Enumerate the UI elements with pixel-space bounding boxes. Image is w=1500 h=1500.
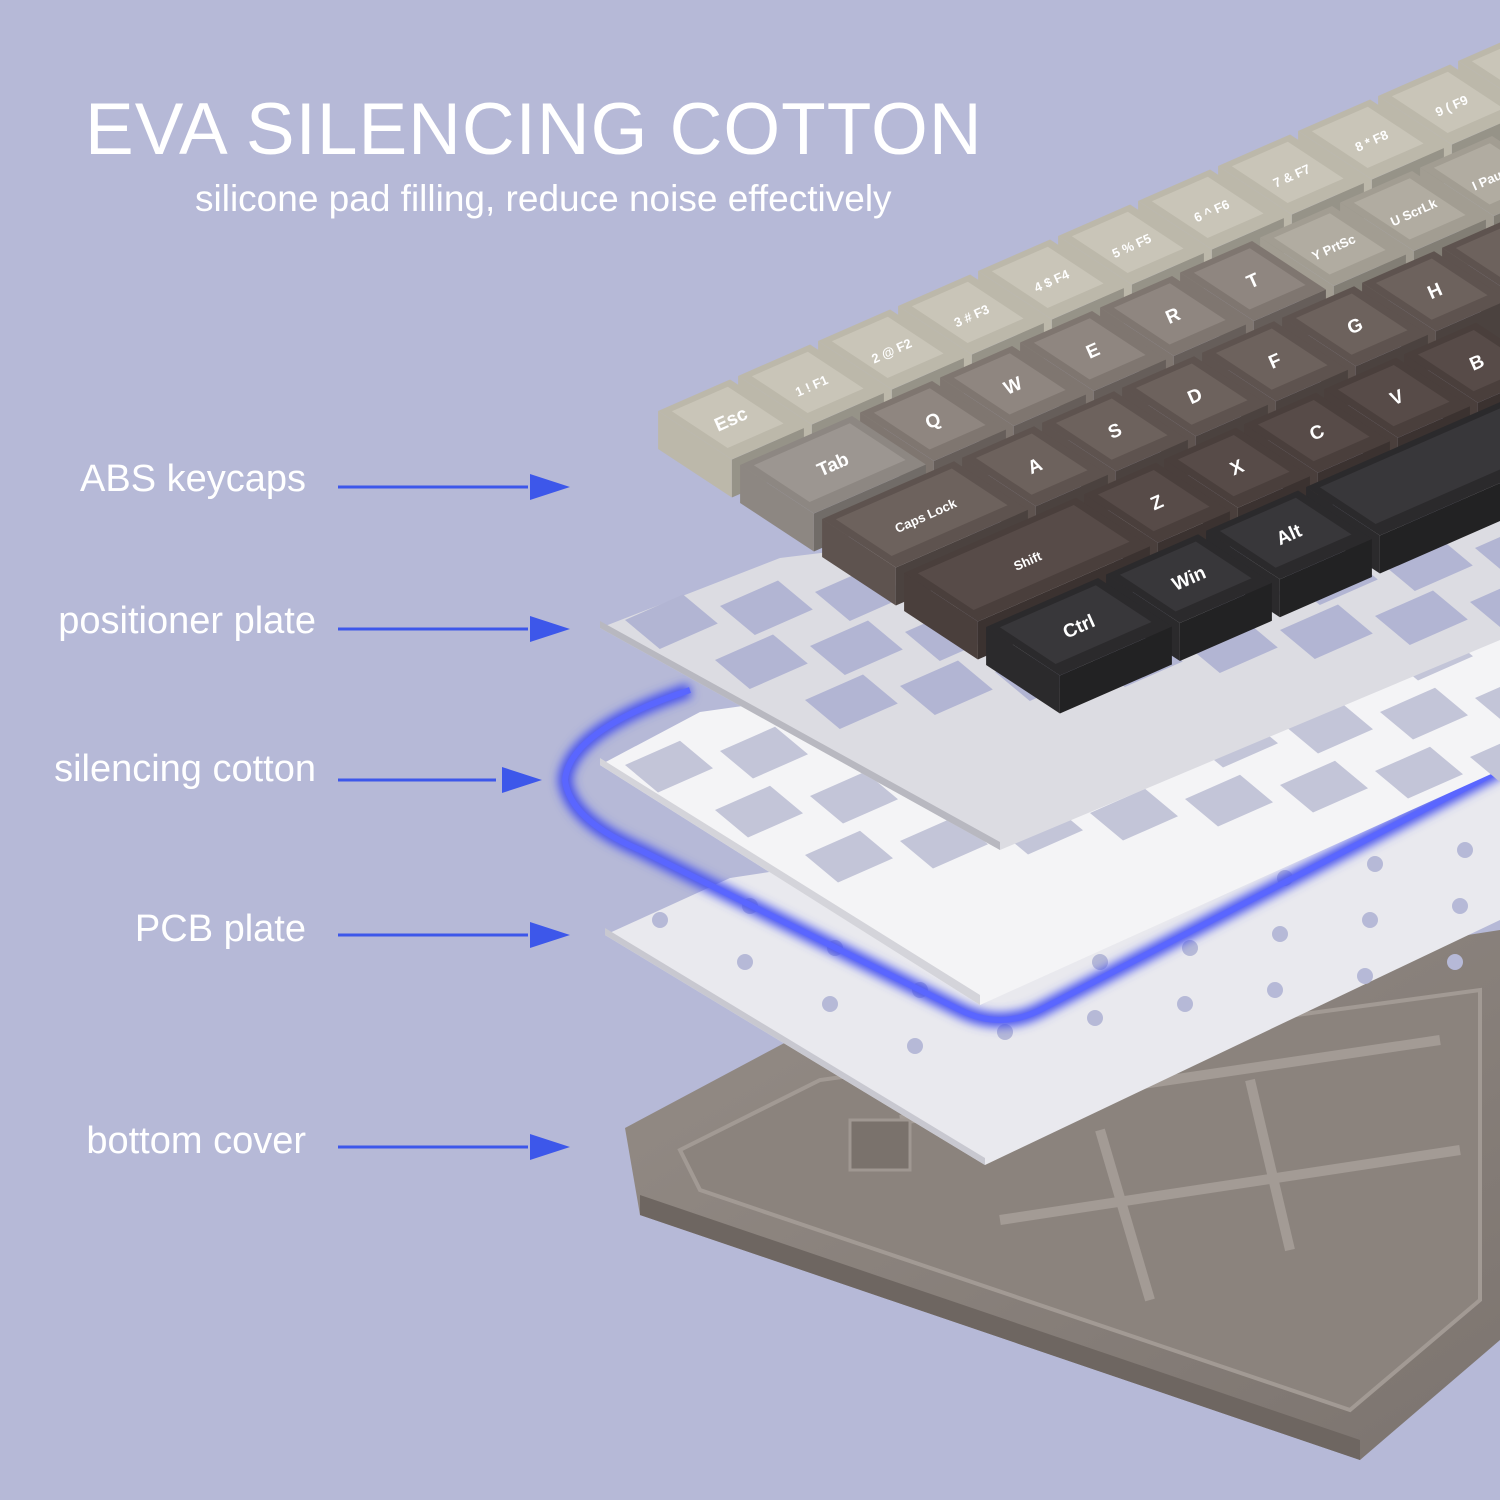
arrow-silencing-cotton-icon bbox=[338, 767, 542, 793]
page-subtitle: silicone pad filling, reduce noise effec… bbox=[195, 178, 892, 219]
plate-hole bbox=[1087, 1010, 1103, 1026]
label-abs-keycaps: ABS keycaps bbox=[80, 458, 306, 500]
plate-hole bbox=[625, 594, 718, 649]
keycap: Alt bbox=[1206, 490, 1372, 618]
plate-hole bbox=[1185, 774, 1273, 827]
label-bottom-cover: bottom cover bbox=[86, 1120, 306, 1162]
plate-hole bbox=[997, 1024, 1013, 1040]
page-title: EVA SILENCING COTTON bbox=[85, 89, 983, 170]
plate-hole bbox=[1475, 686, 1500, 719]
plate-hole bbox=[805, 830, 893, 883]
plate-hole bbox=[1375, 746, 1463, 799]
plate-hole bbox=[1090, 788, 1178, 841]
arrow-pcb-plate-icon bbox=[338, 922, 570, 948]
plate-hole bbox=[907, 1038, 923, 1054]
plate-hole bbox=[1285, 701, 1373, 754]
plate-hole bbox=[1280, 760, 1368, 813]
plate-hole bbox=[1380, 536, 1473, 591]
plate-hole bbox=[1362, 912, 1378, 928]
plate-hole bbox=[652, 912, 668, 928]
plate-hole bbox=[720, 726, 808, 779]
plate-hole bbox=[1452, 898, 1468, 914]
plate-hole bbox=[805, 674, 898, 729]
abs-keycaps: 09 ( F98 * F87 & F76 ^ F65 % F54 $ F43 #… bbox=[658, 42, 1500, 714]
plate-hole bbox=[1280, 604, 1373, 659]
plate-hole bbox=[1357, 968, 1373, 984]
plate-hole bbox=[810, 620, 903, 675]
plate-hole bbox=[715, 634, 808, 689]
label-silencing-cotton: silencing cotton bbox=[54, 748, 316, 790]
plate-hole bbox=[1470, 588, 1500, 627]
arrow-bottom-cover-icon bbox=[338, 1134, 570, 1160]
label-positioner-plate: positioner plate bbox=[58, 600, 316, 642]
plate-hole bbox=[625, 740, 713, 793]
plate-hole bbox=[1182, 940, 1198, 956]
keycap: Ctrl bbox=[986, 577, 1172, 714]
plate-hole bbox=[715, 785, 803, 838]
plate-hole bbox=[1185, 618, 1278, 673]
label-pcb-plate: PCB plate bbox=[134, 908, 306, 950]
plate-hole bbox=[1367, 856, 1383, 872]
plate-hole bbox=[1475, 536, 1500, 569]
plate-hole bbox=[1092, 954, 1108, 970]
plate-hole bbox=[737, 954, 753, 970]
plate-hole bbox=[1177, 996, 1193, 1012]
usb-connector-icon bbox=[848, 1118, 912, 1172]
plate-hole bbox=[1375, 590, 1468, 645]
arrow-abs-keycaps-icon bbox=[338, 474, 570, 500]
plate-hole bbox=[1457, 842, 1473, 858]
plate-hole bbox=[900, 660, 993, 715]
plate-hole bbox=[1272, 926, 1288, 942]
plate-hole bbox=[720, 580, 813, 635]
arrow-positioner-plate-icon bbox=[338, 616, 570, 642]
plate-hole bbox=[822, 996, 838, 1012]
plate-hole bbox=[810, 771, 898, 824]
plate-hole bbox=[1267, 982, 1283, 998]
plate-hole bbox=[1470, 743, 1500, 782]
plate-hole bbox=[1380, 687, 1468, 740]
plate-hole bbox=[1447, 954, 1463, 970]
